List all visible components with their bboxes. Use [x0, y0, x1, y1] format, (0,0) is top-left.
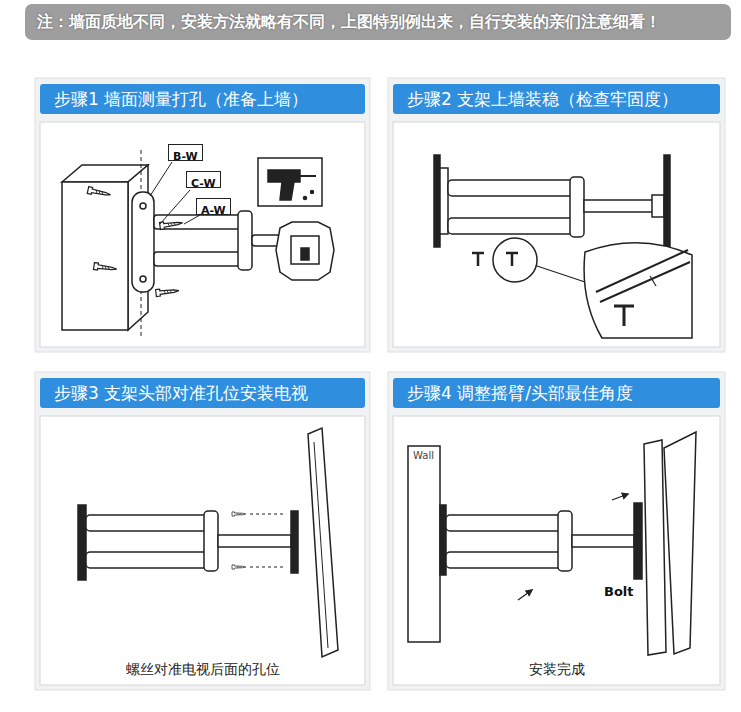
- panel-frames: [35, 78, 725, 690]
- part-code: C-W: [191, 177, 216, 191]
- part-code-box: C-W: [186, 171, 221, 188]
- step-header: 步骤3 支架头部对准孔位安装电视: [40, 378, 365, 408]
- step-header: 步骤2 支架上墙装稳（检查牢固度）: [393, 84, 720, 114]
- part-code-box: B-W: [168, 144, 203, 161]
- step-header: 步骤4 调整摇臂/头部最佳角度: [393, 378, 720, 408]
- step2-drawing: [434, 155, 692, 338]
- step1-drawing: [62, 150, 334, 336]
- step-header: 步骤1 墙面测量打孔（准备上墙）: [40, 84, 365, 114]
- step-caption: 安装完成: [388, 660, 725, 678]
- bolt-label: Bolt: [603, 584, 635, 599]
- note-banner: 注：墙面质地不同，安装方法就略有不同，上图特别例出来，自行安装的亲们注意细看！: [25, 4, 731, 40]
- step-panel: 步骤3 支架头部对准孔位安装电视螺丝对准电视后面的孔位: [35, 372, 370, 690]
- part-code-box: A-W: [196, 198, 231, 215]
- step-panel: 步骤2 支架上墙装稳（检查牢固度）: [388, 78, 725, 352]
- step4-drawing: [408, 432, 696, 655]
- part-code: A-W: [201, 204, 226, 218]
- note-text: 注：墙面质地不同，安装方法就略有不同，上图特别例出来，自行安装的亲们注意细看！: [25, 4, 731, 40]
- step-panel: 步骤4 调整摇臂/头部最佳角度安装完成: [388, 372, 725, 690]
- step-caption: 螺丝对准电视后面的孔位: [35, 660, 370, 678]
- part-code: B-W: [173, 150, 198, 164]
- step-panel: 步骤1 墙面测量打孔（准备上墙） B-W C-W A-W: [35, 78, 370, 352]
- wall-label: Wall: [412, 450, 435, 461]
- step3-drawing: [78, 428, 338, 657]
